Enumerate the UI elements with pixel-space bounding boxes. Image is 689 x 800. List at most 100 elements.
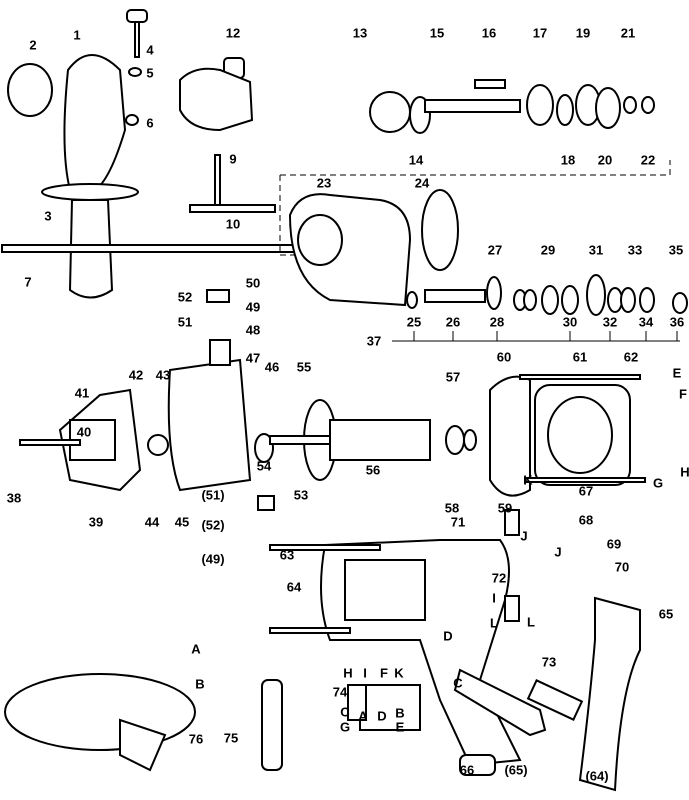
part-callout-label: 66 [459,762,475,778]
motor-housing-front [19,289,275,511]
stator-and-fan-guide [489,374,646,497]
part-callout-label: 21 [620,25,636,41]
part-callout-label: 15 [429,25,445,41]
part-callout-label: 23 [316,175,332,191]
part-callout-label: 76 [188,731,204,747]
armature [269,399,477,481]
part-callout-label: K [523,472,533,488]
part-callout-label: D [377,708,387,724]
part-callout-label: 56 [365,462,381,478]
part-callout-label: 65 [658,606,674,622]
part-callout-label: F [380,665,388,681]
part-callout-label: 29 [540,242,556,258]
part-callout-label: 19 [575,25,591,41]
part-callout-label: 75 [223,730,239,746]
part-callout-label: 54 [256,458,272,474]
part-callout-label: 12 [225,25,241,41]
part-callout-label: B [395,705,405,721]
part-callout-label: 49 [245,299,261,315]
part-callout-label: 51 [177,314,193,330]
part-callout-label: 59 [497,500,513,516]
part-callout-label: C [340,704,350,720]
part-callout-label: 32 [602,314,618,330]
part-callout-label: 2 [29,37,37,53]
part-callout-label: 31 [588,242,604,258]
part-callout-label: 61 [572,349,588,365]
part-callout-label: 43 [155,367,171,383]
part-callout-label: 6 [146,115,154,131]
gearbox-parts [288,189,688,316]
part-callout-label: 57 [445,369,461,385]
switch [347,684,421,731]
part-callout-label: F [679,386,687,402]
part-callout-label: 4 [146,42,154,58]
part-callout-label: A [358,708,368,724]
part-callout-label: H [343,665,353,681]
part-callout-label: 18 [560,152,576,168]
part-callout-label: 3 [44,208,52,224]
part-callout-label: I [492,590,496,606]
part-callout-label: I [363,665,367,681]
part-callout-label: 44 [144,514,160,530]
part-callout-label: 10 [225,216,241,232]
part-callout-label: (49) [201,551,225,567]
part-callout-label: J [554,544,562,560]
part-callout-label: 35 [668,242,684,258]
part-callout-label: 36 [669,314,685,330]
part-callout-label: 22 [640,152,656,168]
part-callout-label: B [195,676,205,692]
part-callout-label: 46 [264,359,280,375]
part-callout-label: G [339,719,351,735]
part-callout-label: 27 [487,242,503,258]
part-callout-label: 63 [279,547,295,563]
part-callout-label: 34 [638,314,654,330]
part-callout-label: (64) [585,768,609,784]
part-callout-label: 64 [286,579,302,595]
part-callout-label: C [453,675,463,691]
part-callout-label: 70 [614,559,630,575]
part-callout-label: (52) [201,517,225,533]
part-callout-label: 40 [76,424,92,440]
part-callout-label: E [395,719,405,735]
part-callout-label: 67 [578,483,594,499]
part-callout-label: L [527,614,535,630]
part-callout-label: 13 [352,25,368,41]
part-callout-label: 26 [445,314,461,330]
part-callout-label: 71 [450,514,466,530]
part-callout-label: 39 [88,514,104,530]
part-callout-label: 55 [296,359,312,375]
part-callout-label: 16 [481,25,497,41]
chuck-and-key [179,57,276,213]
part-callout-label: 33 [627,242,643,258]
part-callout-label: 48 [245,322,261,338]
side-handle-parts [1,9,303,299]
cord-guard [261,679,283,771]
part-callout-label: 28 [489,314,505,330]
part-callout-label: E [672,365,682,381]
part-callout-label: 7 [24,274,32,290]
part-callout-label: J [520,528,528,544]
part-callout-label: 38 [6,490,22,506]
part-callout-label: 24 [414,175,430,191]
part-callout-label: 52 [177,289,193,305]
handle-cover [578,596,641,792]
part-callout-label: (65) [504,762,528,778]
part-callout-label: 1 [73,27,81,43]
part-callout-label: 60 [496,349,512,365]
part-callout-label: 62 [623,349,639,365]
part-callout-label: 37 [366,333,382,349]
part-callout-label: 14 [408,152,424,168]
part-callout-label: 74 [332,684,348,700]
main-housing [269,509,584,776]
part-callout-label: 17 [532,25,548,41]
part-callout-label: H [680,464,689,480]
part-callout-label: A [191,641,201,657]
part-callout-label: 41 [74,385,90,401]
spindle-parts [369,79,655,134]
part-callout-label: 69 [606,536,622,552]
part-callout-label: 42 [128,367,144,383]
part-callout-label: 5 [146,65,154,81]
part-callout-label: L [490,615,498,631]
